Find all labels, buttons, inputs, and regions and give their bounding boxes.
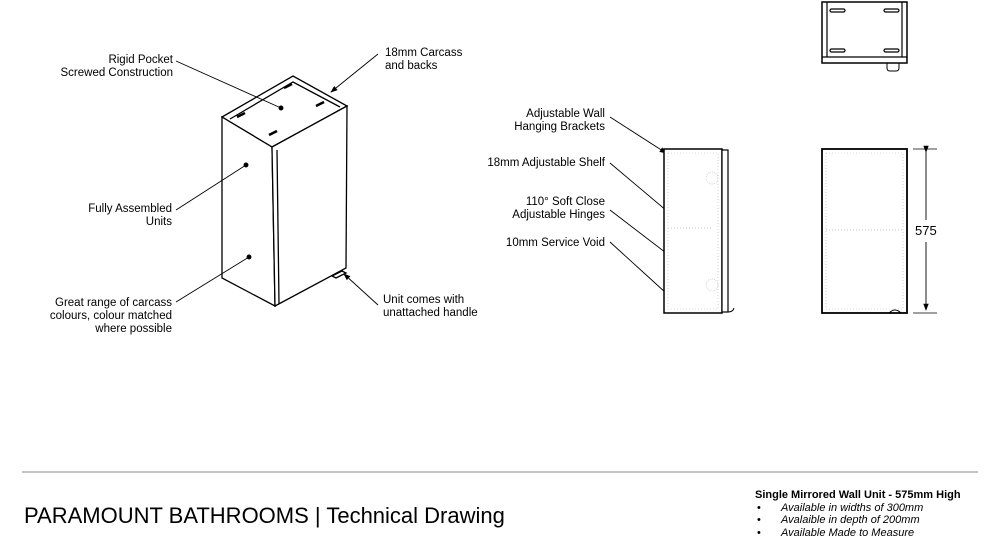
top-view [821,1,908,72]
isometric-cabinet [220,75,349,308]
spec-heading: Single Mirrored Wall Unit - 575mm High [755,489,961,501]
footer-title: PARAMOUNT BATHROOMS | Technical Drawing [24,503,505,528]
callout-void: 10mm Service Void [505,237,605,249]
front-view [821,145,937,314]
side-view [663,148,735,314]
spec-block: Single Mirrored Wall Unit - 575mm High A… [755,489,961,539]
callout-shelf: 18mm Adjustable Shelf [487,157,605,169]
spec-item: Available Made to Measure [755,527,961,540]
spec-item: Available in widths of 300mm [755,502,961,515]
spec-item: Avalaible in depth of 200mm [755,514,961,527]
height-dimension: 575 [915,223,937,238]
